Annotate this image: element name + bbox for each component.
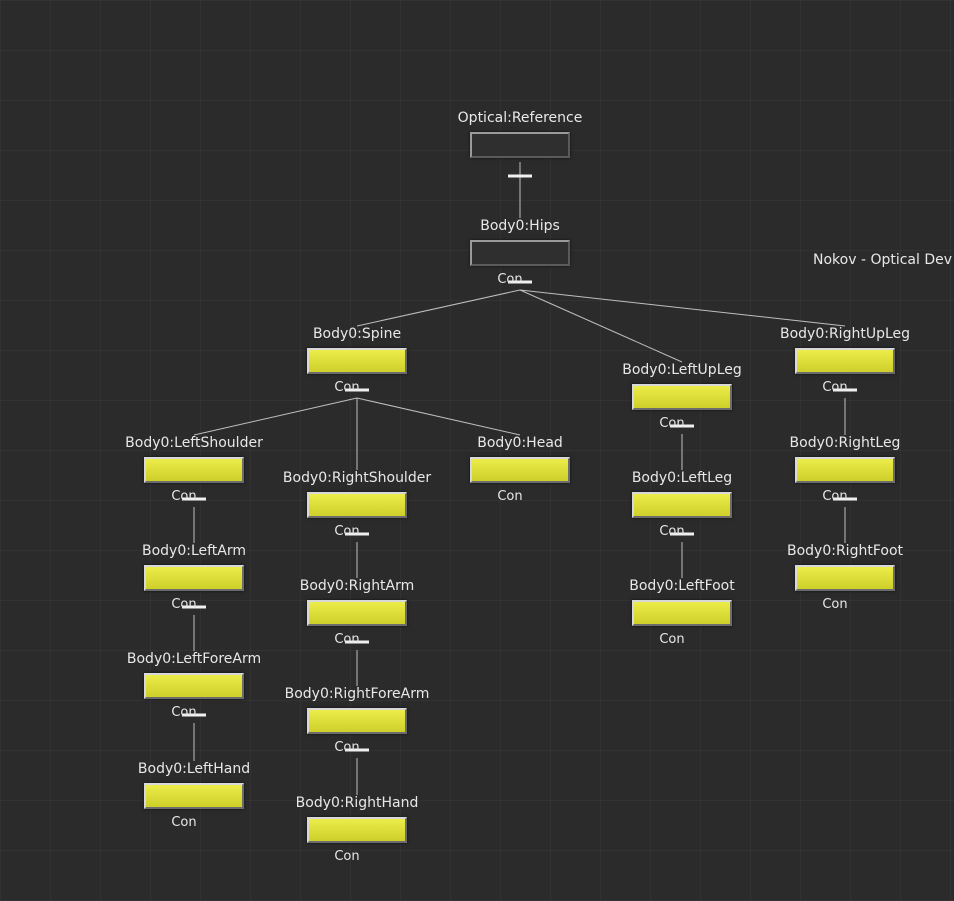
node-connector-label[interactable]: Con bbox=[659, 416, 685, 431]
node-connector-label[interactable]: Con bbox=[822, 597, 848, 612]
node-connector-label[interactable]: Con bbox=[822, 489, 848, 504]
node-label: Body0:LeftUpLeg bbox=[622, 362, 742, 378]
device-label: Nokov - Optical Dev bbox=[813, 252, 953, 268]
node-connector-label[interactable]: Con bbox=[334, 632, 360, 647]
node-label: Body0:RightArm bbox=[299, 578, 415, 594]
node-label: Body0:RightHand bbox=[295, 795, 419, 811]
node-connector-label[interactable]: Con bbox=[497, 272, 523, 287]
node-connector-label[interactable]: Con bbox=[822, 380, 848, 395]
node-label: Body0:LeftShoulder bbox=[125, 435, 263, 451]
node-box[interactable] bbox=[632, 384, 732, 410]
node-connector-label[interactable]: Con bbox=[497, 489, 523, 504]
node-box[interactable] bbox=[307, 348, 407, 374]
node-label: Body0:Spine bbox=[312, 326, 402, 342]
node-box[interactable] bbox=[144, 673, 244, 699]
node-label: Body0:RightForeArm bbox=[284, 686, 430, 702]
node-label: Body0:Hips bbox=[480, 218, 560, 234]
node-box[interactable] bbox=[307, 708, 407, 734]
node-connector-label[interactable]: Con bbox=[171, 815, 197, 830]
node-box[interactable] bbox=[144, 457, 244, 483]
wire-hips-spine bbox=[356, 289, 521, 327]
node-label: Body0:LeftHand bbox=[137, 761, 251, 777]
wire-spine-head bbox=[356, 397, 521, 436]
node-label: Body0:RightShoulder bbox=[282, 470, 432, 486]
node-box[interactable] bbox=[795, 348, 895, 374]
node-connector-label[interactable]: Con bbox=[334, 849, 360, 864]
node-box[interactable] bbox=[795, 457, 895, 483]
wire-hips-rightupleg bbox=[519, 289, 846, 327]
node-connector-label[interactable]: Con bbox=[334, 740, 360, 755]
node-connector-label[interactable]: Con bbox=[659, 524, 685, 539]
node-box[interactable] bbox=[632, 600, 732, 626]
node-box[interactable] bbox=[470, 457, 570, 483]
node-connector-label[interactable]: Con bbox=[334, 380, 360, 395]
node-label: Body0:LeftForeArm bbox=[126, 651, 262, 667]
node-label: Body0:RightFoot bbox=[786, 543, 904, 559]
node-label: Body0:RightLeg bbox=[789, 435, 901, 451]
node-box[interactable] bbox=[307, 600, 407, 626]
node-box[interactable] bbox=[470, 132, 570, 158]
node-box[interactable] bbox=[470, 240, 570, 266]
wire-spine-leftshoulder bbox=[193, 397, 358, 436]
node-connector-label[interactable]: Con bbox=[659, 632, 685, 647]
node-label: Body0:LeftFoot bbox=[629, 578, 735, 594]
node-box[interactable] bbox=[144, 565, 244, 591]
node-box[interactable] bbox=[632, 492, 732, 518]
node-box[interactable] bbox=[795, 565, 895, 591]
node-label: Body0:Head bbox=[477, 435, 563, 451]
node-box[interactable] bbox=[307, 492, 407, 518]
node-box[interactable] bbox=[144, 783, 244, 809]
node-connector-label[interactable]: Con bbox=[171, 597, 197, 612]
node-connector-label[interactable]: Con bbox=[334, 524, 360, 539]
wire-hips-leftupleg bbox=[519, 289, 683, 363]
node-label: Body0:LeftLeg bbox=[631, 470, 733, 486]
node-connector-label[interactable]: Con bbox=[171, 705, 197, 720]
node-connector-label[interactable]: Con bbox=[171, 489, 197, 504]
node-label: Body0:RightUpLeg bbox=[779, 326, 911, 342]
node-box[interactable] bbox=[307, 817, 407, 843]
node-label: Body0:LeftArm bbox=[141, 543, 247, 559]
node-label: Optical:Reference bbox=[457, 110, 583, 126]
